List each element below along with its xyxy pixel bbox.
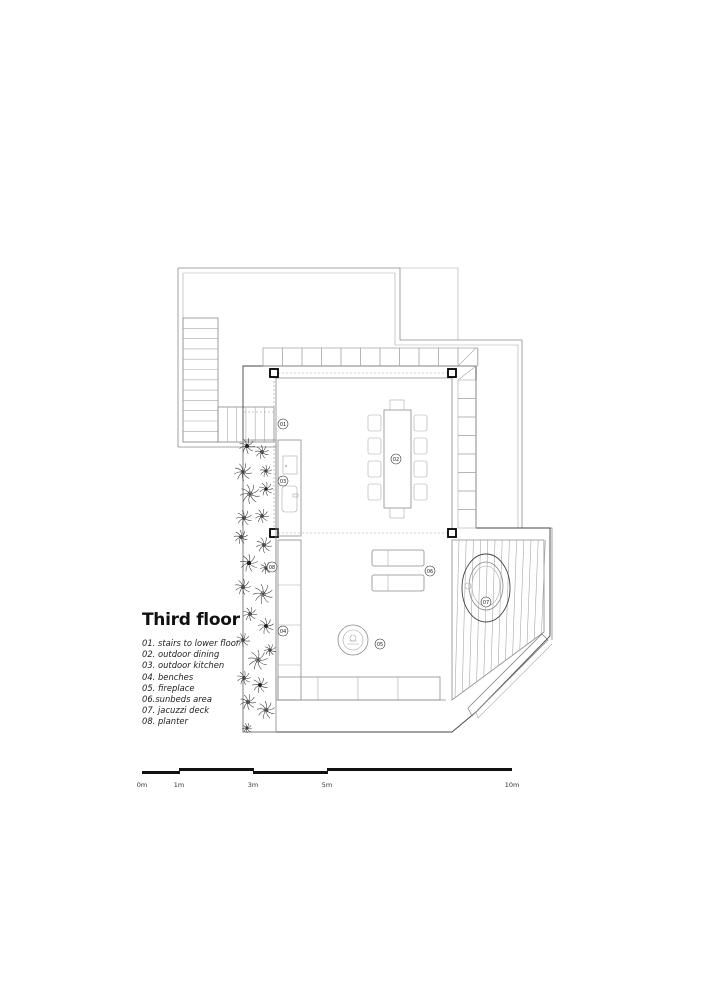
plant: [240, 694, 257, 711]
plant: [233, 529, 248, 544]
number-tag: 04: [277, 625, 289, 637]
number-tag-label: 04: [280, 629, 286, 635]
number-tag-label: 08: [269, 565, 275, 571]
plant: [240, 553, 259, 572]
plant: [259, 481, 274, 496]
legend: Third floor 01. stairs to lower floor 02…: [142, 610, 342, 728]
sunbeds: [371, 549, 425, 592]
dining-table: [367, 399, 428, 519]
legend-item: 08. planter: [142, 716, 188, 727]
plan-title: Third floor: [142, 610, 240, 630]
number-tag: 08: [266, 561, 278, 573]
number-tag-label: 05: [377, 642, 383, 648]
legend-item: 07. jacuzzi deck: [142, 705, 210, 716]
columns: [269, 368, 457, 538]
plant: [263, 644, 276, 657]
planter: [233, 438, 277, 734]
bottom-benches: [277, 676, 441, 701]
plant: [254, 444, 269, 459]
perimeter-seating: [262, 347, 478, 529]
legend-item: 05. fireplace: [142, 682, 195, 693]
plant: [237, 670, 252, 685]
plant: [235, 578, 252, 595]
number-tags: 01 02 03 04 05 06 07 08: [266, 418, 492, 650]
number-tag: 03: [277, 475, 289, 487]
plant: [256, 537, 273, 554]
plant: [239, 484, 260, 505]
number-tag-label: 02: [393, 457, 399, 463]
number-tag: 02: [390, 453, 402, 465]
number-tag-label: 07: [483, 600, 489, 606]
plant: [255, 509, 270, 524]
stairs: [182, 317, 275, 443]
plant: [236, 633, 251, 648]
plant: [251, 676, 268, 693]
plant: [248, 649, 268, 670]
legend-item: 02. outdoor dining: [142, 649, 220, 660]
roof-outline: [177, 267, 553, 640]
plant: [239, 438, 256, 455]
number-tag: 06: [424, 565, 436, 577]
number-tag: 07: [480, 596, 492, 608]
plant: [252, 584, 273, 604]
number-tag: 05: [374, 638, 386, 650]
jacuzzi: [461, 553, 511, 623]
column-grid: [243, 372, 453, 534]
plant: [235, 510, 252, 527]
legend-item: 04. benches: [142, 671, 194, 682]
plant: [241, 723, 253, 734]
legend-item: 01. stairs to lower floor: [142, 638, 240, 648]
legend-list: 01. stairs to lower floor 02. outdoor di…: [142, 638, 342, 728]
plant: [259, 464, 273, 477]
plant: [256, 700, 275, 719]
plant: [234, 463, 253, 482]
jacuzzi-deck: [451, 539, 546, 701]
legend-item: 06.sunbeds area: [142, 694, 212, 705]
plant: [243, 607, 258, 622]
number-tag-label: 06: [427, 569, 433, 575]
outdoor-kitchen: [277, 439, 302, 537]
fireplace: [337, 624, 369, 656]
balcony-rail: [467, 633, 553, 719]
legend-item: 03. outdoor kitchen: [142, 660, 225, 671]
plant: [257, 617, 274, 634]
number-tag: 01: [277, 418, 289, 430]
number-tag-label: 03: [280, 479, 286, 485]
number-tag-label: 01: [280, 422, 286, 428]
